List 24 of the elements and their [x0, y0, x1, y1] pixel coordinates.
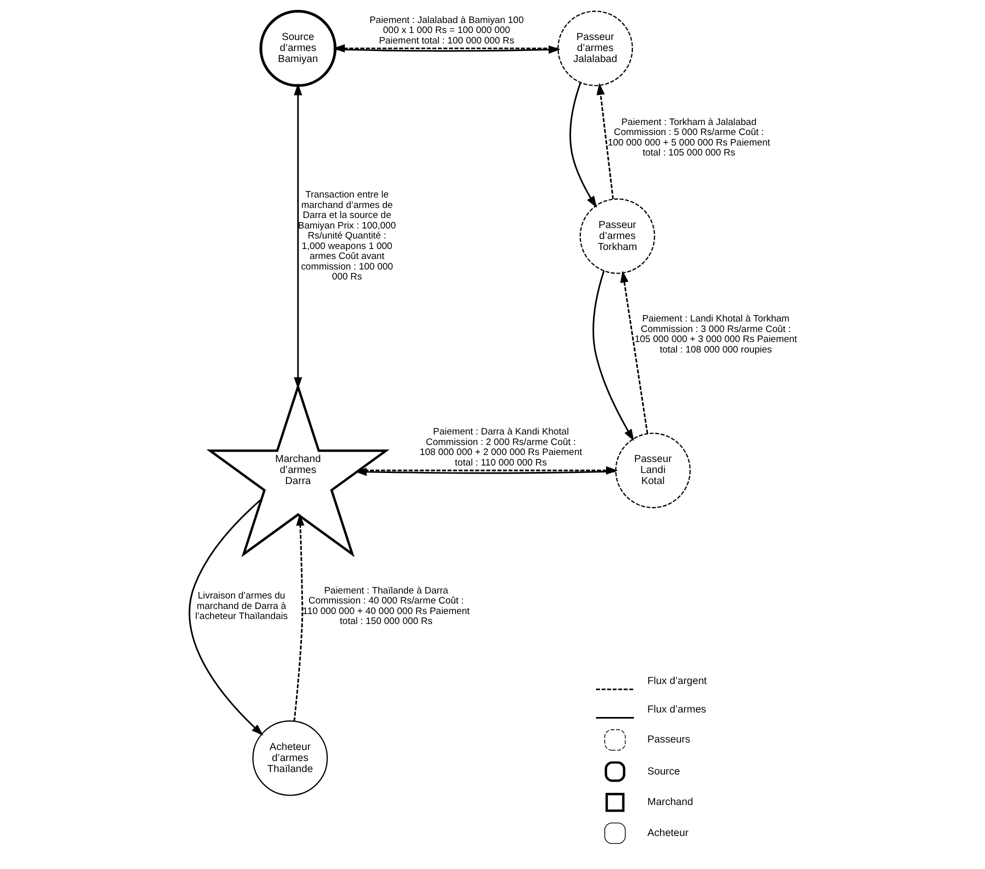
node-circle: Passeur Landi Kotal [614, 432, 690, 508]
edge-label: Paiement : Landi Khotal à Torkham Commission : 3 000 Rs/arme Coût : 105 000 000 + 3 000 000 Rs Paiement total : 108 000 000 roupies [634, 314, 797, 356]
arrow [293, 83, 302, 390]
legend-label: Source [646, 766, 680, 778]
legend-label: Passeurs [646, 734, 690, 746]
edge-label: Paiement : Jalalabad à Bamiyan 100 000 x 1 000 Rs = 100 000 000 Paiement total : 100 000 000 Rs [369, 14, 524, 46]
node-circle: Passeur d’armes Jalalabad [557, 10, 632, 86]
arrow [332, 44, 558, 53]
arrow [569, 82, 596, 208]
arrow [292, 514, 304, 722]
arrow [188, 498, 263, 736]
edge-label: Paiement : Darra à Kandi Khotal Commission : 2 000 Rs/arme Coût : 108 000 000 + 2 000 000 Rs Paiement total : 110 000 000 Rs [419, 426, 582, 468]
edge-label: Paiement : Torkham à Jalalabad Commission : 5 000 Rs/arme Coût : 100 000 000 + 5 000 000 Rs Paiement total : 105 000 000 Rs [607, 116, 770, 159]
edge-label: Livraison d’armes du marchand de Darra à l’acheteur Thaïlandais [194, 590, 288, 622]
legend-label: Flux d’armes [646, 704, 706, 716]
node-circle: Passeur d’armes Torkham [579, 198, 655, 274]
arrow [592, 270, 634, 442]
legend-label: Acheteur [646, 828, 688, 839]
arrow [620, 270, 648, 434]
legend-label: Marchand [646, 797, 693, 808]
legend-label: Flux d’argent [646, 676, 706, 688]
arrow [596, 82, 614, 200]
edge-label: Paiement : Thaïlande à Darra Commission : 40 000 Rs/arme Coût : 110 000 000 + 40 000 000 Rs Paiement total : 150 000 000 Rs [302, 585, 470, 628]
node-circle: Source d’armes Bamiyan [258, 10, 336, 87]
